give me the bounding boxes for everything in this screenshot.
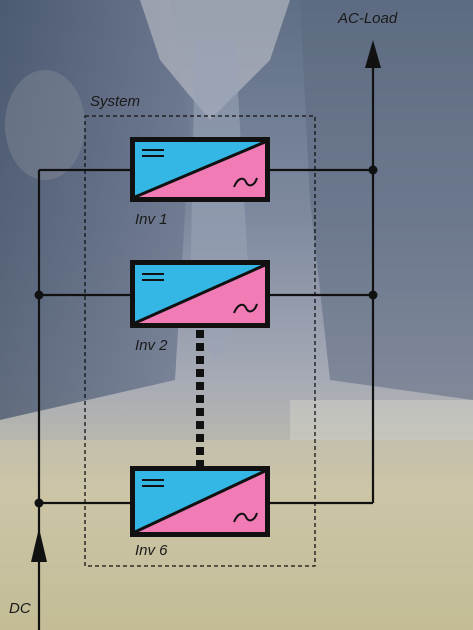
ac-load-label: AC-Load [338, 10, 398, 27]
arrow-up-icon [31, 528, 47, 562]
dc-symbol-icon [142, 273, 164, 281]
ac-sine-symbol-icon [233, 512, 258, 523]
inverter-label-1: Inv 1 [135, 211, 168, 228]
junction-dot [34, 498, 44, 508]
junction-dot [34, 290, 44, 300]
system-boundary [84, 115, 316, 567]
dc-symbol-icon [142, 149, 164, 157]
inverter-label-2: Inv 2 [135, 337, 168, 354]
dc-symbol-icon [142, 479, 164, 487]
dc-label: DC [9, 600, 31, 617]
inverter-block-2 [130, 260, 270, 328]
system-label: System [90, 93, 141, 110]
junction-dot [368, 165, 378, 175]
inverter-label-6: Inv 6 [135, 542, 168, 559]
ac-sine-symbol-icon [233, 177, 258, 188]
inverter-block-1 [130, 137, 270, 202]
ac-sine-symbol-icon [233, 303, 258, 314]
arrow-up-icon [365, 40, 381, 68]
inverter-block-6 [130, 466, 270, 537]
junction-dot [368, 290, 378, 300]
